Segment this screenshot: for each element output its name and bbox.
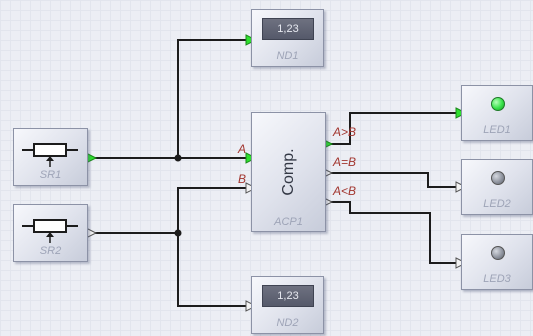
potentiometer-icon bbox=[22, 143, 78, 167]
led1-lamp bbox=[491, 97, 505, 111]
nd1-label: ND1 bbox=[276, 50, 299, 62]
comparator-block[interactable]: Comp. ACP1 bbox=[251, 112, 326, 232]
nd2-block[interactable]: 1,23 ND2 bbox=[251, 276, 324, 334]
comp-input-b-label: B bbox=[238, 172, 247, 186]
comp-input-a-label: A bbox=[238, 142, 247, 156]
nd2-display: 1,23 bbox=[262, 285, 314, 307]
junction-dot-1 bbox=[174, 154, 182, 162]
wire-agtb-to-led1[interactable] bbox=[328, 112, 460, 145]
junction-dot-2 bbox=[174, 229, 182, 237]
nd2-label: ND2 bbox=[276, 317, 299, 329]
led3-label: LED3 bbox=[483, 273, 511, 285]
sr1-block[interactable]: SR1 bbox=[13, 128, 88, 186]
comparator-title: Comp. bbox=[280, 148, 297, 196]
led2-label: LED2 bbox=[483, 198, 511, 210]
wire-sr2-to-comp-b[interactable] bbox=[92, 187, 250, 234]
led2-block[interactable]: LED2 bbox=[461, 159, 533, 215]
sr1-label: SR1 bbox=[39, 169, 62, 181]
comp-output-agtb-label: A>B bbox=[333, 125, 357, 139]
sr2-label: SR2 bbox=[39, 245, 62, 257]
wire-altb-to-led3[interactable] bbox=[328, 201, 460, 264]
potentiometer-icon bbox=[22, 219, 78, 243]
sr2-block[interactable]: SR2 bbox=[13, 204, 88, 262]
nd1-display: 1,23 bbox=[262, 18, 314, 40]
nd1-block[interactable]: 1,23 ND1 bbox=[251, 9, 324, 67]
wire-sr2-to-nd2[interactable] bbox=[177, 233, 252, 307]
wire-sr1-to-nd1[interactable] bbox=[177, 39, 252, 158]
comp-output-aeqb-label: A=B bbox=[333, 155, 357, 169]
led2-lamp bbox=[491, 171, 505, 185]
comp-output-altb-label: A<B bbox=[333, 184, 357, 198]
led1-block[interactable]: LED1 bbox=[461, 85, 533, 141]
led3-block[interactable]: LED3 bbox=[461, 234, 533, 290]
comparator-label: ACP1 bbox=[274, 216, 303, 228]
wire-aeqb-to-led2[interactable] bbox=[328, 172, 460, 188]
led1-label: LED1 bbox=[483, 124, 511, 136]
led3-lamp bbox=[491, 246, 505, 260]
